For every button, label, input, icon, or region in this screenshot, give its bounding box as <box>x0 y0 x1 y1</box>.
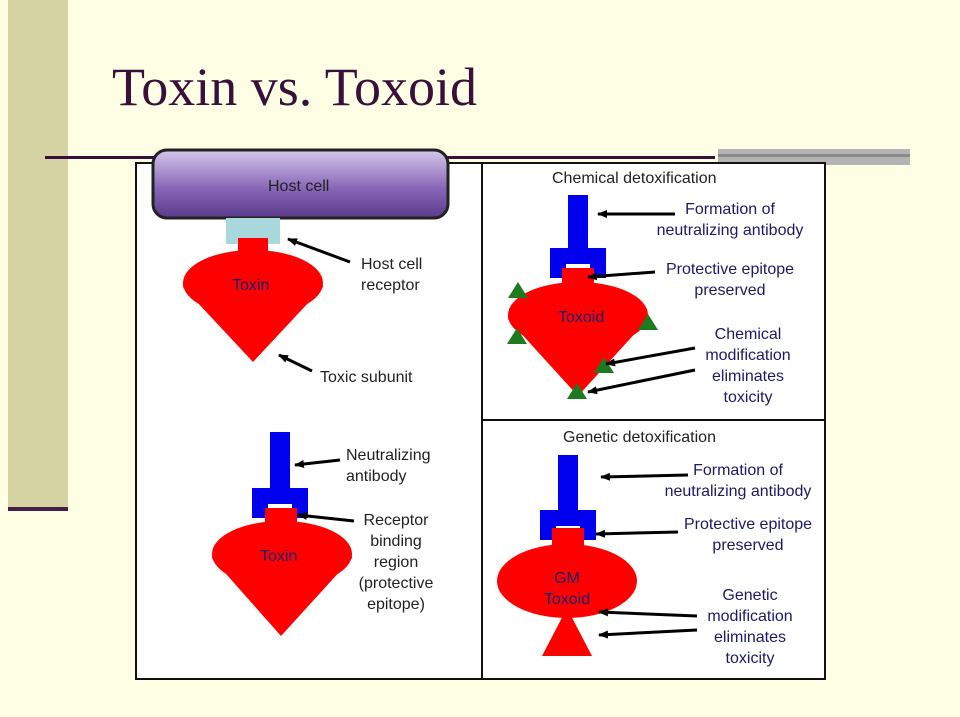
neutralizing-antibody-label-2: antibody <box>346 468 407 485</box>
antibody-chemical-shape <box>550 195 606 278</box>
protective-epitope-label-2a: Protective epitope <box>683 516 813 533</box>
chemical-modification-markers <box>507 282 658 399</box>
decorative-left-bar <box>8 0 68 510</box>
formation-label-2a: Formation of <box>693 462 783 479</box>
annotation-arrows <box>278 210 698 639</box>
receptor-binding-label-4: (protective <box>358 575 434 592</box>
formation-label-1a: Formation of <box>685 201 775 218</box>
formation-label-2b: neutralizing antibody <box>664 483 812 500</box>
toxin-bottom-label: Toxin <box>260 548 298 565</box>
decorative-left-bar-rule <box>8 507 68 511</box>
title-underline-accent <box>718 149 910 165</box>
genetic-detox-heading: Genetic detoxification <box>563 429 716 446</box>
toxin-top-shape <box>183 238 323 362</box>
toxin-top-label: Toxin <box>232 277 270 294</box>
chemical-detox-heading: Chemical detoxification <box>552 170 717 187</box>
receptor-binding-label-3: region <box>373 554 419 571</box>
genetic-modification-label-3: eliminates <box>713 629 787 646</box>
host-cell-receptor-label-2: receptor <box>361 277 420 294</box>
gm-toxoid-label-1: GM <box>554 570 580 587</box>
formation-label-1b: neutralizing antibody <box>656 222 804 239</box>
antibody-left-shape <box>252 432 308 518</box>
gm-toxoid-label-2: Toxoid <box>543 591 591 608</box>
protective-epitope-label-1a: Protective epitope <box>665 261 795 278</box>
toxic-subunit-label: Toxic subunit <box>320 369 413 386</box>
chemical-modification-label-1: Chemical <box>714 326 782 343</box>
host-cell-receptor-label-1: Host cell <box>361 256 423 273</box>
toxin-bottom-shape <box>212 508 352 636</box>
protective-epitope-label-2b: preserved <box>712 537 784 554</box>
receptor-binding-label-1: Receptor <box>363 512 429 529</box>
genetic-modification-label-2: modification <box>707 608 793 625</box>
chemical-modification-label-4: toxicity <box>723 389 773 406</box>
receptor-binding-label-5: epitope) <box>367 596 425 613</box>
gm-toxoid-shape <box>497 528 637 656</box>
slide-title: Toxin vs. Toxoid <box>112 57 477 117</box>
toxoid-label: Toxoid <box>558 309 605 326</box>
chemical-modification-label-3: eliminates <box>711 368 785 385</box>
chemical-modification-label-2: modification <box>705 347 791 364</box>
receptor-binding-label-2: binding <box>370 533 422 550</box>
neutralizing-antibody-label-1: Neutralizing <box>346 447 431 464</box>
genetic-modification-label-4: toxicity <box>725 650 775 667</box>
host-cell-label: Host cell <box>268 178 330 195</box>
protective-epitope-label-1b: preserved <box>694 282 766 299</box>
genetic-modification-label-1: Genetic <box>722 587 778 604</box>
host-cell-shape <box>151 148 450 220</box>
toxoid-chemical-shape <box>508 268 648 396</box>
antibody-genetic-shape <box>540 455 596 540</box>
